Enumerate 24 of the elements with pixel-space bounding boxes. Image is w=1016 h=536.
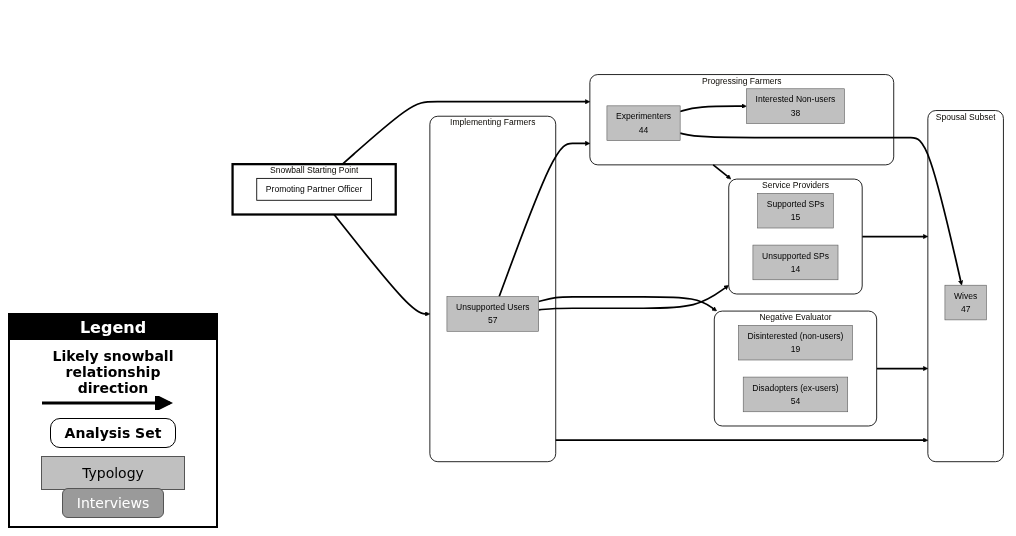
node-box: Disadopters (ex-users) 54 bbox=[742, 376, 848, 412]
arrow bbox=[341, 99, 591, 165]
arrow bbox=[875, 365, 929, 371]
legend-swatch: Interviews bbox=[61, 488, 165, 518]
node-box: Supported SPs 15 bbox=[757, 192, 834, 229]
arrow bbox=[861, 233, 929, 239]
node-box: Unsupported SPs 14 bbox=[752, 244, 839, 280]
node-box: Promoting Partner Officer bbox=[256, 177, 372, 201]
arrow bbox=[498, 140, 591, 298]
legend-header: Legend bbox=[10, 315, 216, 340]
legend-text: Likely snowball relationship direction bbox=[51, 348, 175, 396]
legend-swatch: Typology bbox=[41, 456, 185, 490]
arrow bbox=[537, 284, 729, 311]
node-box: Experimenters 44 bbox=[606, 105, 681, 141]
node-box: Wives 47 bbox=[944, 284, 987, 321]
node-box: Disinterested (non-users) 19 bbox=[738, 324, 853, 361]
arrow bbox=[554, 437, 929, 443]
analysis-set-sample: Analysis Set bbox=[49, 418, 177, 448]
arrow bbox=[679, 103, 747, 113]
node-box: Unsupported Users 57 bbox=[446, 296, 539, 332]
node-box: Interested Non-users 38 bbox=[746, 88, 845, 124]
arrow bbox=[537, 295, 717, 312]
arrow bbox=[679, 132, 964, 286]
arrow bbox=[712, 163, 732, 180]
